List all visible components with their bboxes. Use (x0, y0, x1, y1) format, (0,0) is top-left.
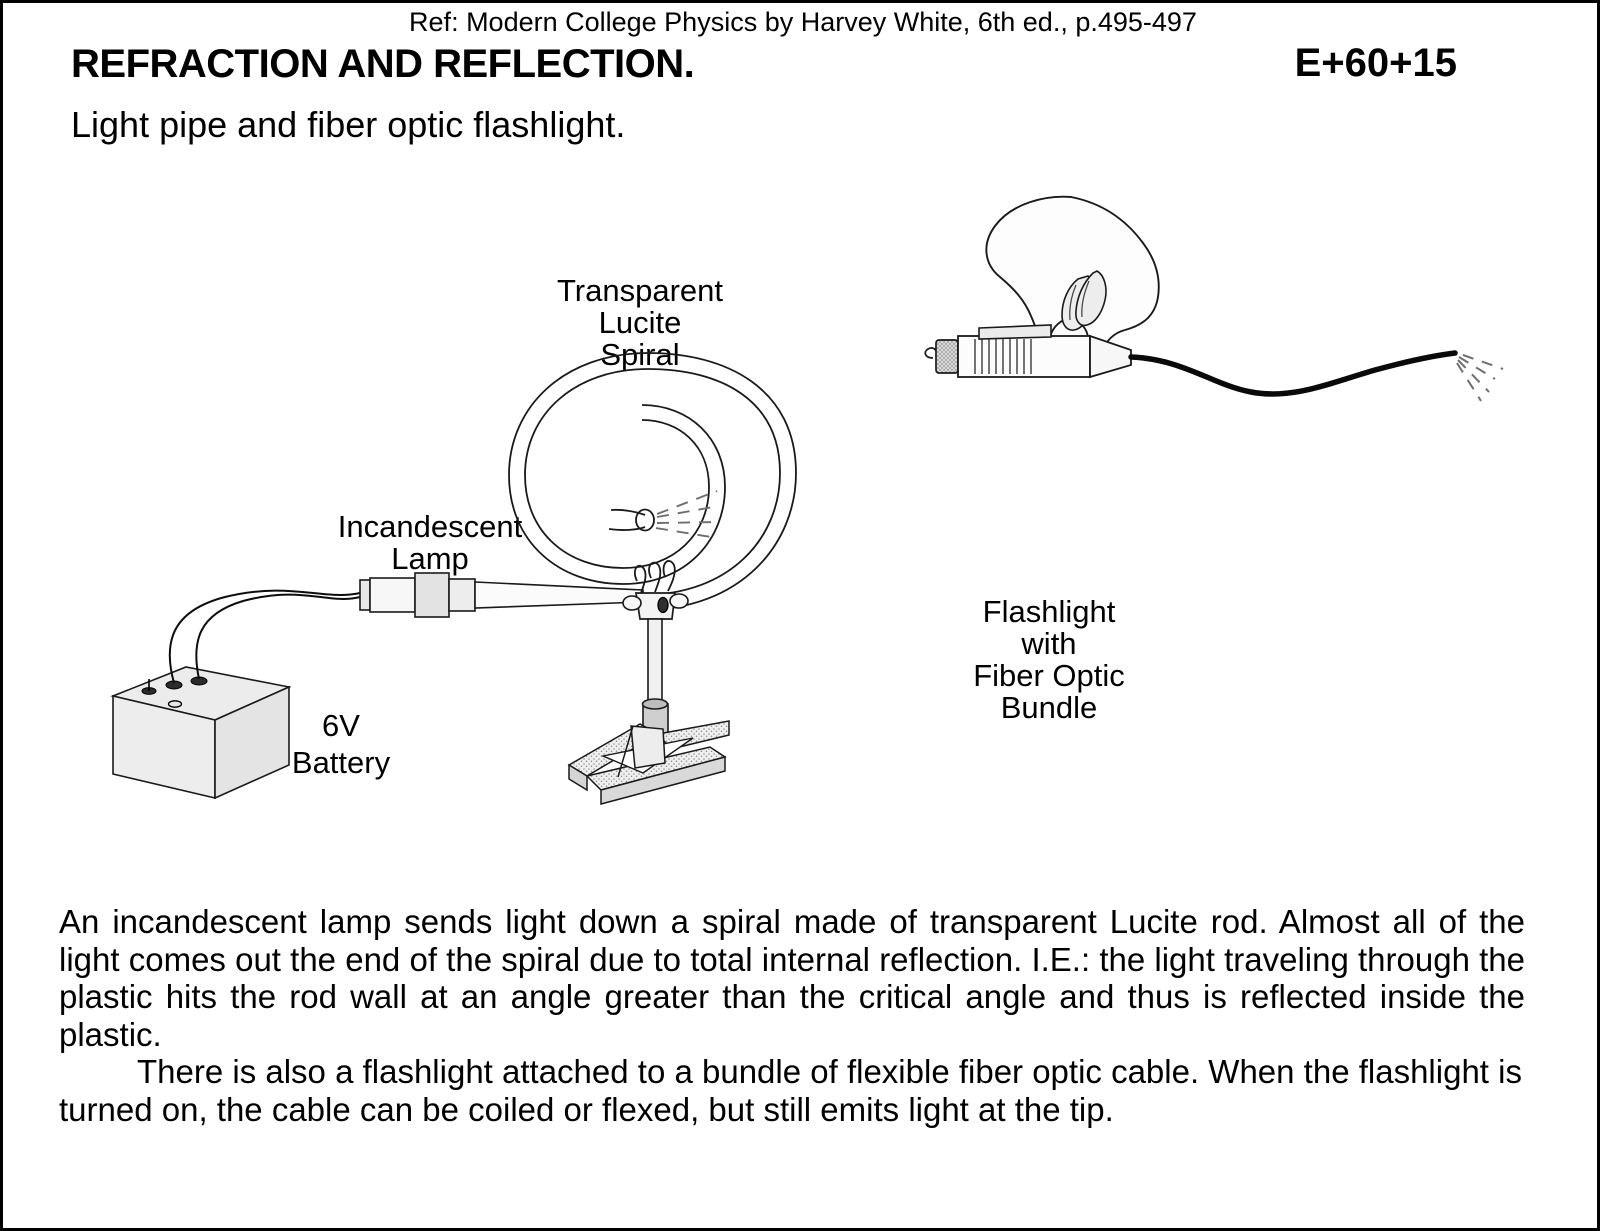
spiral-label-line-1: Transparent (557, 273, 723, 308)
spiral-ray-4 (655, 527, 718, 539)
battery-wire-positive (168, 589, 361, 684)
spiral-ray-1 (656, 490, 718, 515)
page-subtitle: Light pipe and fiber optic flashlight. (71, 104, 626, 145)
lamp-barrel (369, 577, 416, 613)
tripod-arm-left-edge (568, 763, 588, 792)
spiral-ray-2 (656, 505, 720, 518)
cable-ray-1 (1458, 356, 1496, 380)
flashlight-label-line-1: Flashlight (983, 594, 1116, 629)
lamp-label-line-1: Incandescent (338, 509, 523, 544)
tripod-hub (630, 725, 666, 769)
battery-label-line-2: Battery (292, 745, 391, 780)
apparatus-diagram: Transparent Lucite Spiral Incandescent L… (3, 173, 1597, 853)
tripod-front-bar-edge (600, 756, 726, 805)
flashlight-nose-cone (1089, 334, 1132, 379)
description-paragraph-2: There is also a flashlight attached to a… (59, 1053, 1522, 1128)
battery-terminal-4 (167, 700, 183, 708)
flashlight-end-cap (935, 339, 959, 374)
battery-side-face (214, 685, 290, 800)
flashlight-label-line-3: Fiber Optic (973, 658, 1125, 693)
tripod-base (567, 720, 730, 805)
tripod-hub-edge (617, 725, 634, 778)
lamp-rod (474, 581, 644, 609)
spiral-ray-3 (656, 521, 720, 524)
battery-wires (168, 589, 361, 684)
lamp-collar (414, 572, 450, 618)
clamp-knob-right (669, 593, 689, 609)
clamp-screw (657, 596, 669, 614)
battery-terminals (141, 676, 208, 708)
spiral-tip-lower (608, 526, 646, 531)
fiber-optic-cable (1128, 350, 1458, 397)
spiral-label: Transparent Lucite Spiral (557, 273, 723, 372)
clamp-body (635, 592, 676, 620)
apparatus-svg: Transparent Lucite Spiral Incandescent L… (110, 195, 1504, 805)
flashlight-grip-ribs (974, 339, 1032, 374)
flashlight-label-line-4: Bundle (1001, 690, 1098, 725)
spiral-label-line-2: Lucite (599, 305, 682, 340)
lamp-label-line-2: Lamp (391, 541, 469, 576)
demo-code: E+60+15 (1294, 41, 1457, 85)
spiral-inner-wall (508, 352, 797, 611)
battery (110, 666, 292, 800)
reference-line: Ref: Modern College Physics by Harvey Wh… (409, 7, 1197, 37)
spiral-exit-face (635, 508, 655, 532)
battery-label: 6V Battery (292, 708, 391, 780)
flashlight-lanyard-loop (924, 347, 938, 359)
cable-ray-4 (1462, 354, 1504, 370)
spiral-tip-upper (610, 508, 646, 516)
cable-ray-2 (1457, 359, 1490, 393)
flashlight-label-line-2: with (1020, 626, 1076, 661)
fiber-optic-flashlight (924, 324, 1132, 379)
incandescent-lamp (359, 572, 644, 618)
lamp-end-cap (359, 579, 371, 611)
clamp-wire-loops (633, 560, 676, 594)
clamp-knob-left (622, 595, 642, 611)
lamp-neck (448, 578, 476, 612)
battery-label-line-1: 6V (322, 708, 360, 743)
flashlight-label: Flashlight with Fiber Optic Bundle (973, 594, 1125, 725)
stand-collar-top (641, 698, 669, 710)
description-paragraph-1: An incandescent lamp sends light down a … (59, 903, 1525, 1053)
cable-light-rays (1456, 354, 1504, 402)
cable-ray-3 (1456, 362, 1482, 402)
hand-crease-lines (1069, 280, 1090, 321)
spiral-light-rays (655, 490, 720, 539)
description-text: An incandescent lamp sends light down a … (59, 903, 1525, 1128)
battery-wire-negative (195, 593, 361, 680)
flashlight-pocket-clip (978, 324, 1052, 340)
lab-stand (567, 560, 730, 805)
lamp-label: Incandescent Lamp (338, 509, 523, 576)
lucite-spiral (508, 352, 797, 611)
page-title: REFRACTION AND REFLECTION. (71, 42, 695, 86)
spiral-outer-wall (524, 368, 781, 596)
